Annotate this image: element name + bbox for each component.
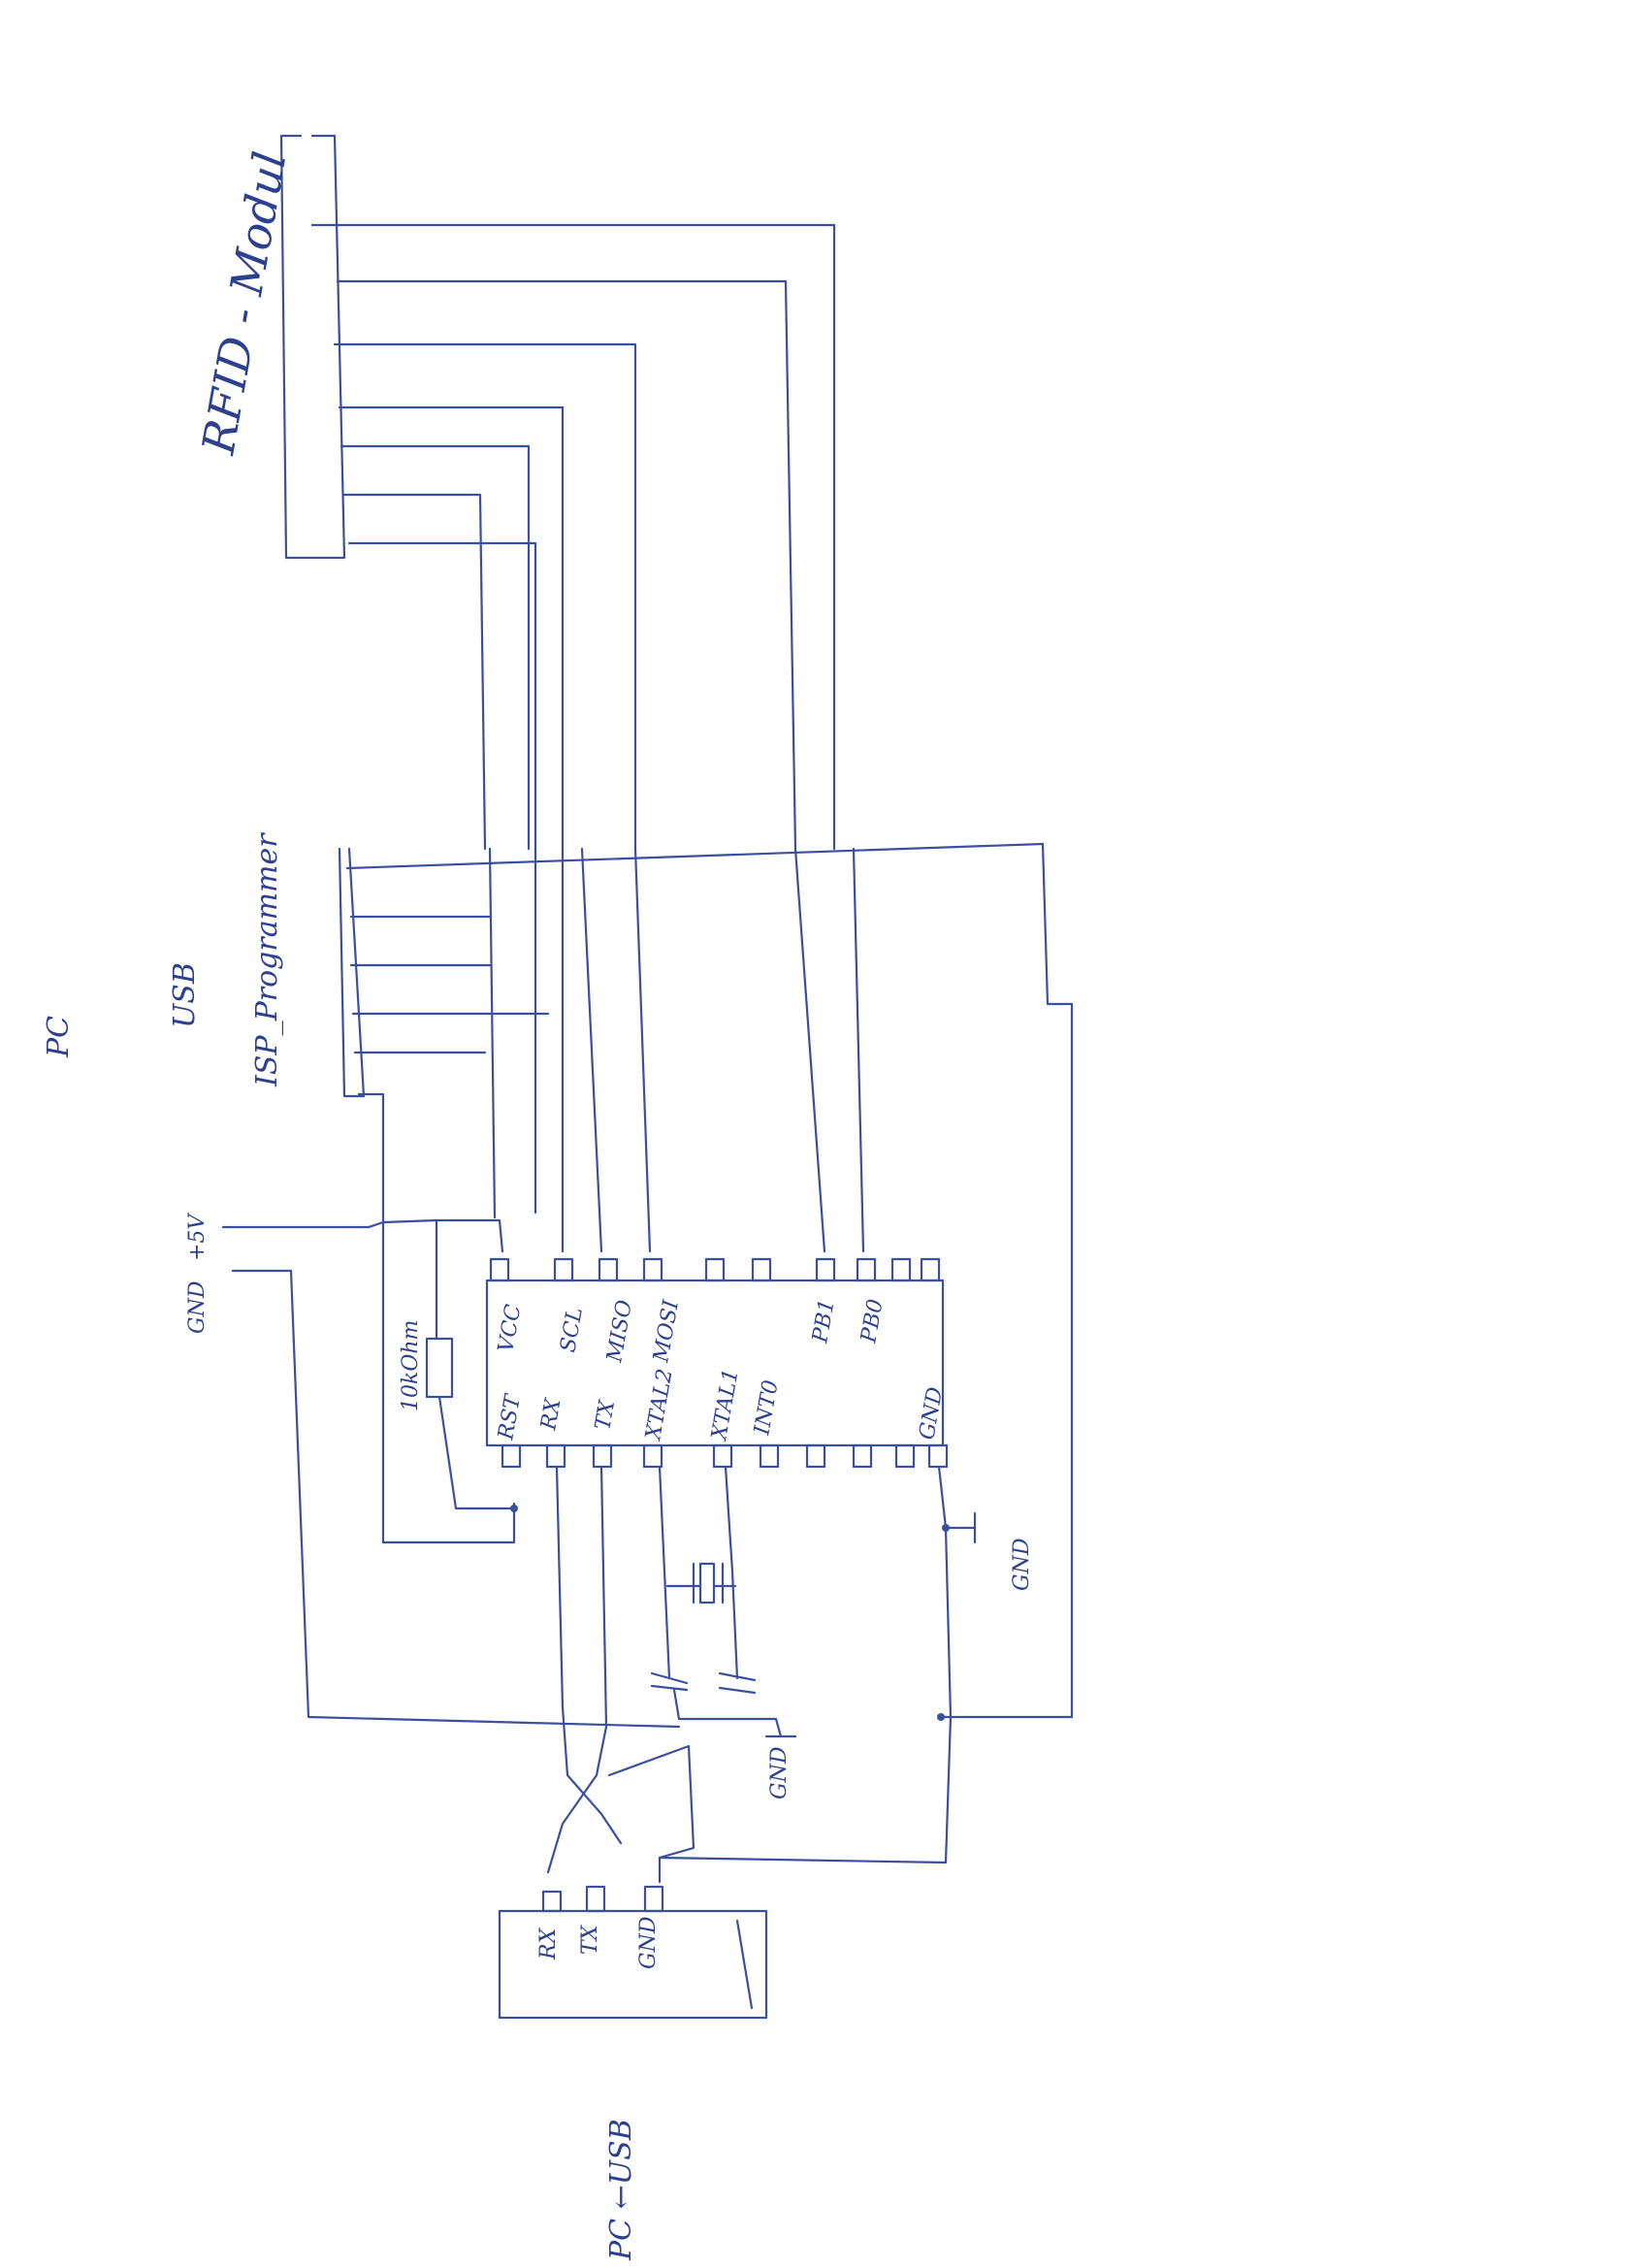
usb-adapter [498, 1885, 768, 2020]
usb-bottom-label: PC ←USB [604, 2119, 638, 2261]
gnd-mcu-label: GND [1010, 1538, 1034, 1591]
pc-label: PC [42, 1016, 76, 1058]
plus5v-label: +5V [185, 1213, 210, 1261]
pin-label-pb1: PB1 [808, 1297, 840, 1345]
usb-pin-label-gnd: GND [636, 1916, 661, 1969]
pin-label-xtal2: XTAL2 [641, 1367, 678, 1443]
mcu-chip [485, 1257, 949, 1469]
rfid-module-label: RFID - Modul [191, 147, 296, 459]
isp-programmer-label: ISP_Programmer [250, 832, 284, 1087]
usb-pin-label-tx: TX [578, 1924, 602, 1955]
gnd-crystal-label: GND [767, 1746, 792, 1799]
pin-label-scl: SCL [556, 1306, 588, 1354]
supply-rails [221, 1218, 681, 1729]
uart-crossover [546, 1465, 695, 1884]
pin-label-mosi: MOSI [649, 1297, 684, 1365]
resistor-label: 10kOhm [399, 1320, 423, 1411]
text-labels: RFID - Modul ISP_Programmer PC USB +5V G… [42, 147, 1034, 2261]
pin-label-xtal1: XTAL1 [707, 1367, 744, 1443]
isp-programmer-header [338, 842, 1045, 1544]
pin-label-miso: MISO [602, 1298, 637, 1365]
mcu-top-wires [488, 842, 1074, 1719]
usb-pin-label-rx: RX [536, 1927, 561, 1960]
mcu-bottom-pin-stubs [501, 1443, 949, 1469]
pin-label-rst: RST [494, 1391, 526, 1442]
mcu-ground [658, 1465, 977, 1864]
usb-label: USB [168, 962, 202, 1028]
pin-label-tx: TX [591, 1398, 620, 1433]
pin-label-pb0: PB0 [857, 1297, 889, 1345]
mcu-top-pin-stubs [489, 1257, 941, 1282]
gnd-supply-label: GND [185, 1280, 210, 1334]
rfid-module-header [279, 134, 836, 1215]
crystal-oscillator [650, 1465, 797, 1738]
pin-label-vcc: VCC [494, 1303, 526, 1354]
pin-label-rx: RX [536, 1396, 566, 1433]
pin-label-int0: INT0 [750, 1378, 784, 1438]
